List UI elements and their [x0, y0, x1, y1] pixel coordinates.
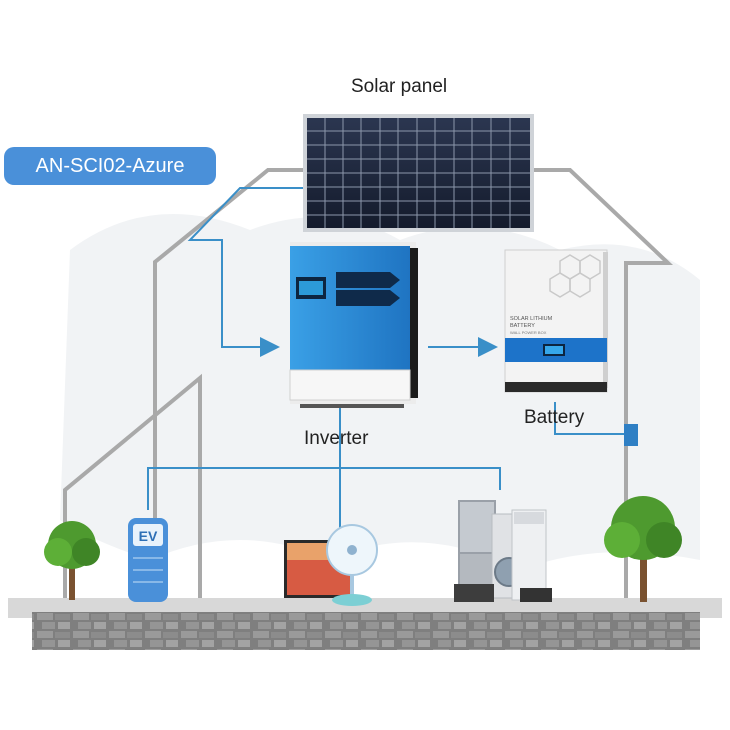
ev-charger: EV — [128, 518, 168, 602]
inverter-label: Inverter — [304, 428, 369, 449]
solar-panel-label: Solar panel — [351, 76, 448, 97]
model-badge: AN-SCI02-Azure — [4, 147, 216, 185]
inverter-device — [289, 242, 418, 408]
wiring — [147, 187, 624, 560]
solar-panel — [303, 114, 534, 232]
ground-stone-wall — [32, 612, 700, 650]
home-appliances — [454, 500, 552, 602]
tv-and-fan — [284, 524, 378, 606]
ev-charger-label: EV — [139, 528, 158, 544]
battery-brand-line1: SOLAR LITHIUM — [510, 316, 553, 322]
battery-label: Battery — [524, 407, 585, 428]
tree-left — [44, 521, 100, 600]
battery-device: SOLAR LITHIUM BATTERY WALL POWER BOX — [504, 249, 608, 393]
battery-brand-line3: WALL POWER BOX — [510, 330, 547, 335]
tree-right — [604, 496, 682, 602]
meter-box — [624, 424, 638, 446]
battery-brand-line2: BATTERY — [510, 323, 535, 329]
